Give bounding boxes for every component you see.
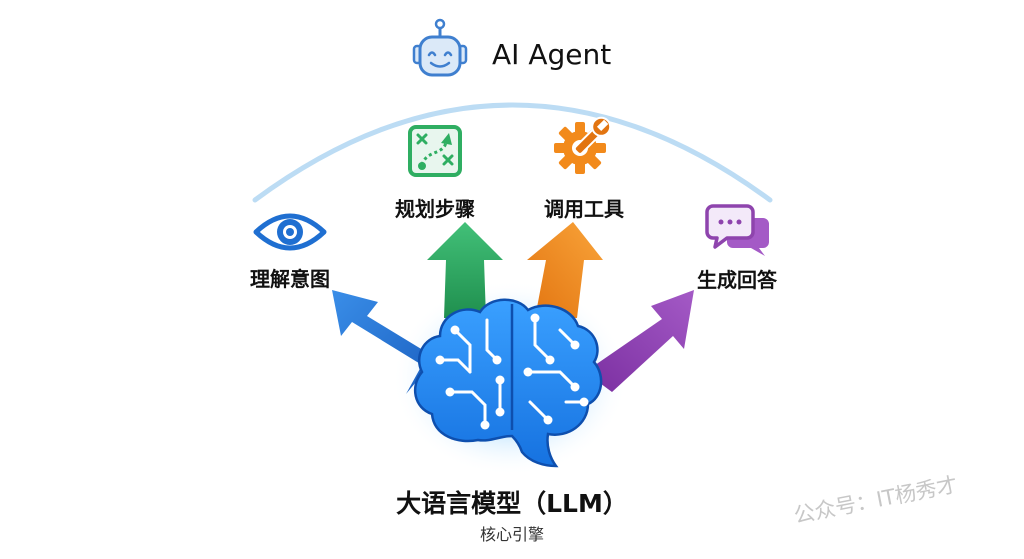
label-plan-steps: 规划步骤 [395,197,475,221]
core-subtitle: 核心引擎 [479,525,545,544]
agent-arc [252,102,773,203]
label-call-tools: 调用工具 [544,197,624,221]
arrow-respond [585,290,694,392]
core-title: 大语言模型（LLM） [396,489,628,518]
gear-wrench-icon [554,116,612,174]
arrow-plan [427,222,503,318]
chat-bubbles-icon [705,204,769,256]
agent-title: AI Agent [492,38,612,71]
arrow-understand [332,290,436,394]
eye-icon [253,213,327,251]
strategy-board-icon [408,125,462,177]
arrow-tools [527,222,603,318]
label-understand-intent: 理解意图 [250,267,330,291]
robot-icon [412,18,468,77]
label-generate-answer: 生成回答 [697,268,777,292]
circuit-brain-icon [413,298,603,468]
